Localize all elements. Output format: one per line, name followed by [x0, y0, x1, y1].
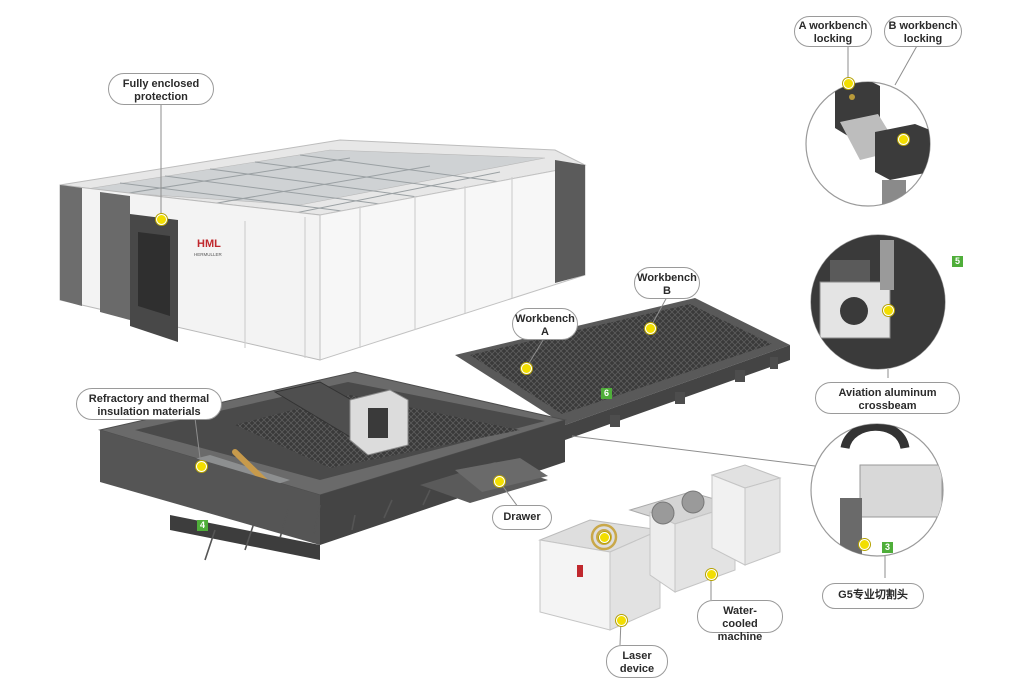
marker-workbench-b: [645, 323, 656, 334]
marker-workbench-a: [521, 363, 532, 374]
water-chiller: [628, 464, 782, 593]
detail-cutting-head: [810, 423, 944, 557]
detail-locking: [805, 81, 931, 207]
badge-5: 5: [952, 256, 963, 267]
label-a-workbench-locking: A workbench locking: [794, 16, 872, 47]
label-water-cooled-machine: Water-cooled machine: [697, 600, 783, 643]
detail-crossbeam: [810, 234, 946, 370]
leveling-feet: [204, 489, 431, 561]
label-aviation-aluminum-crossbeam: Aviation aluminum crossbeam: [815, 382, 960, 414]
marker-a-locking: [843, 78, 854, 89]
label-laser-device: Laser device: [606, 645, 668, 678]
brand-logo: HML HERMULLER: [194, 238, 223, 257]
marker-enclosure: [156, 214, 167, 225]
marker-refractory: [196, 461, 207, 472]
badge-3: 3: [882, 542, 893, 553]
marker-crossbeam: [883, 305, 894, 316]
marker-drawer: [494, 476, 505, 487]
drawer: [420, 458, 548, 503]
enclosure-cabinet: [59, 139, 587, 361]
label-refractory-insulation: Refractory and thermal insulation materi…: [76, 388, 222, 420]
label-drawer: Drawer: [492, 505, 552, 530]
label-workbench-a: Workbench A: [512, 308, 578, 340]
leader-lines: [160, 43, 919, 646]
label-g5-cutting-head: G5专业切割头: [822, 583, 924, 609]
badge-6: 6: [601, 388, 612, 399]
badge-4: 4: [197, 520, 208, 531]
label-fully-enclosed-protection: Fully enclosed protection: [108, 73, 214, 105]
brand-logo-mark: HML: [197, 238, 221, 250]
marker-water-cooled: [706, 569, 717, 580]
label-workbench-b: Workbench B: [634, 267, 700, 299]
gantry: [273, 381, 410, 456]
marker-b-locking: [898, 134, 909, 145]
brand-name: HERMULLER: [194, 252, 223, 257]
marker-cutting-head: [859, 539, 870, 550]
marker-laser: [616, 615, 627, 626]
workbench-b: [455, 298, 790, 440]
label-b-workbench-locking: B workbench locking: [884, 16, 962, 47]
marker-laser-fiber: [599, 532, 610, 543]
